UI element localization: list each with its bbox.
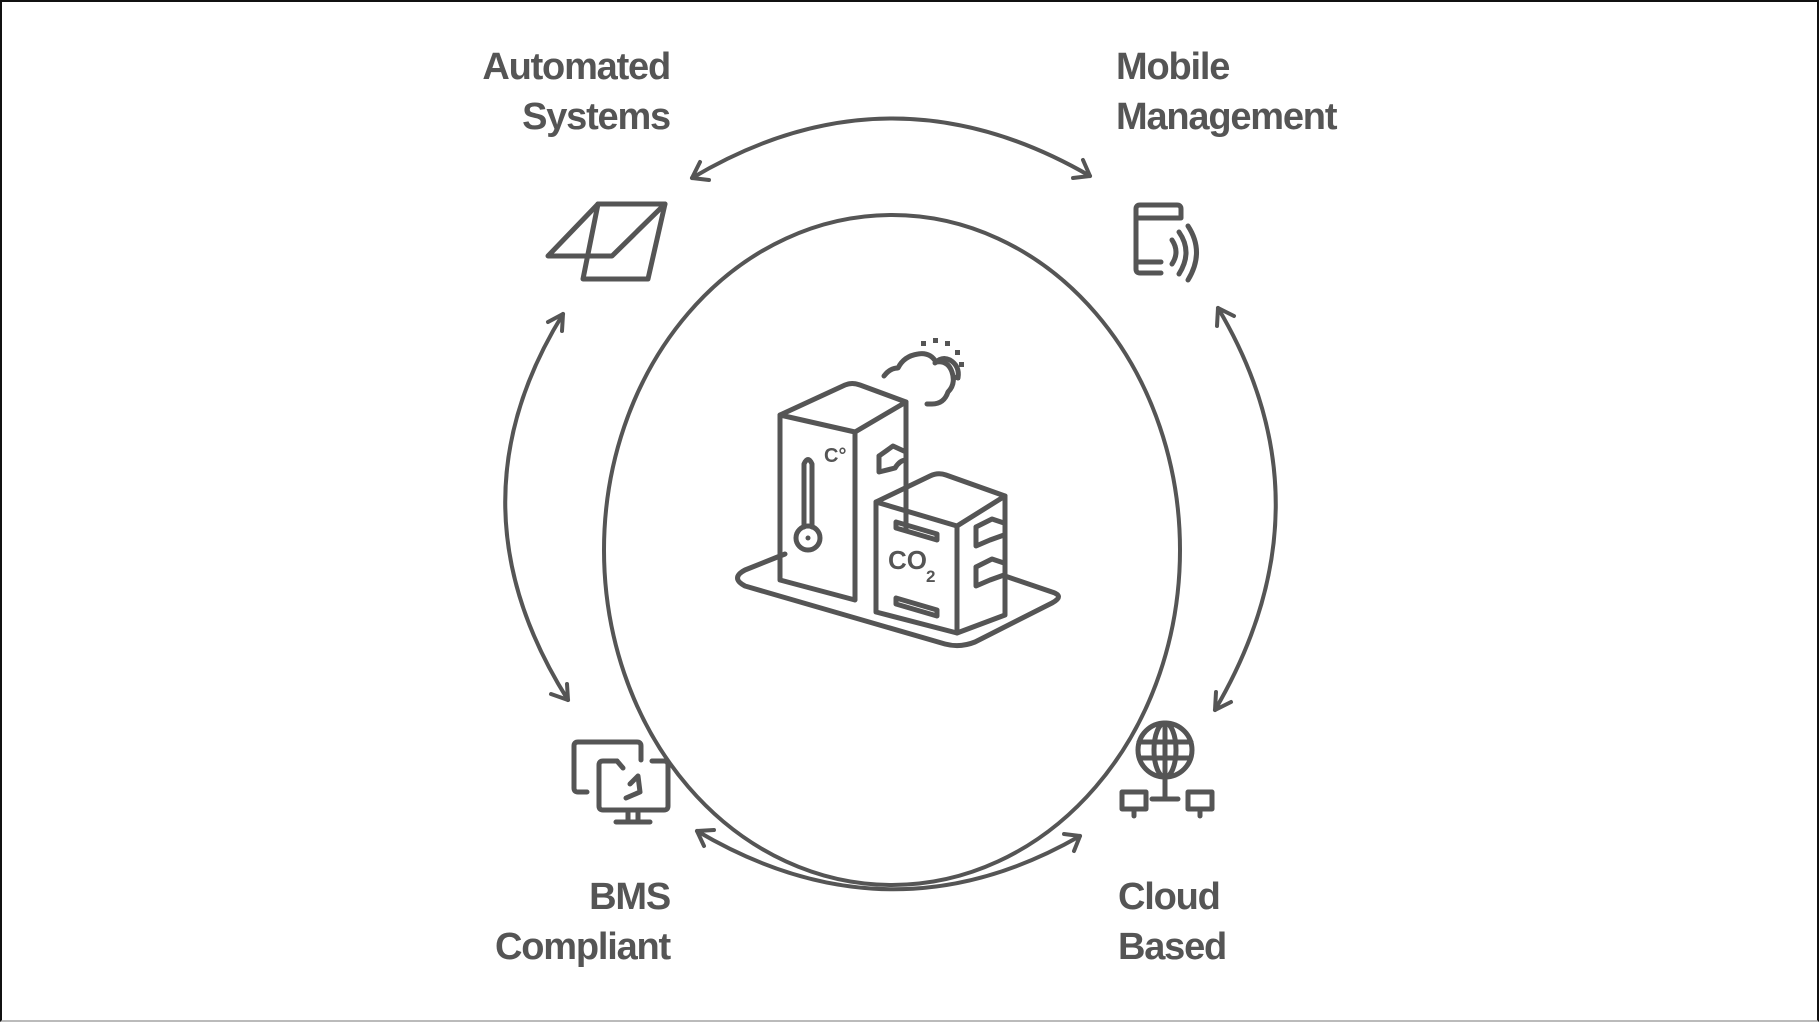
feature-label-cloud-based: Cloud Based <box>1118 872 1368 972</box>
co2-subscript: 2 <box>926 567 935 586</box>
connector-right <box>1213 306 1278 712</box>
feature-label-line: Cloud <box>1118 876 1221 918</box>
connector-left <box>503 312 570 702</box>
center-ring <box>602 213 1182 887</box>
feature-label-line: Based <box>1118 926 1227 968</box>
feature-label-line: BMS <box>589 876 671 918</box>
connector-top <box>690 116 1092 182</box>
feature-label-line: Management <box>1116 96 1337 138</box>
phone-signal-icon <box>1133 202 1199 283</box>
feature-label-line: Mobile <box>1116 46 1230 88</box>
globe-network-icon <box>1119 720 1215 819</box>
feature-label-bms-compliant: BMS Compliant <box>420 872 671 972</box>
building-sensors-icon: C° CO 2 <box>735 338 1061 649</box>
feature-label-line: Systems <box>522 96 671 138</box>
temperature-unit-label: C° <box>824 445 846 467</box>
feature-label-line: Automated <box>482 46 671 88</box>
feature-label-line: Compliant <box>495 926 671 968</box>
feature-label-automated-systems: Automated Systems <box>420 42 671 142</box>
feature-label-mobile-management: Mobile Management <box>1116 42 1416 142</box>
monitors-sync-icon <box>571 739 671 825</box>
window-icon <box>545 201 668 282</box>
connector-bottom <box>695 828 1082 892</box>
co2-label: CO <box>888 545 927 575</box>
